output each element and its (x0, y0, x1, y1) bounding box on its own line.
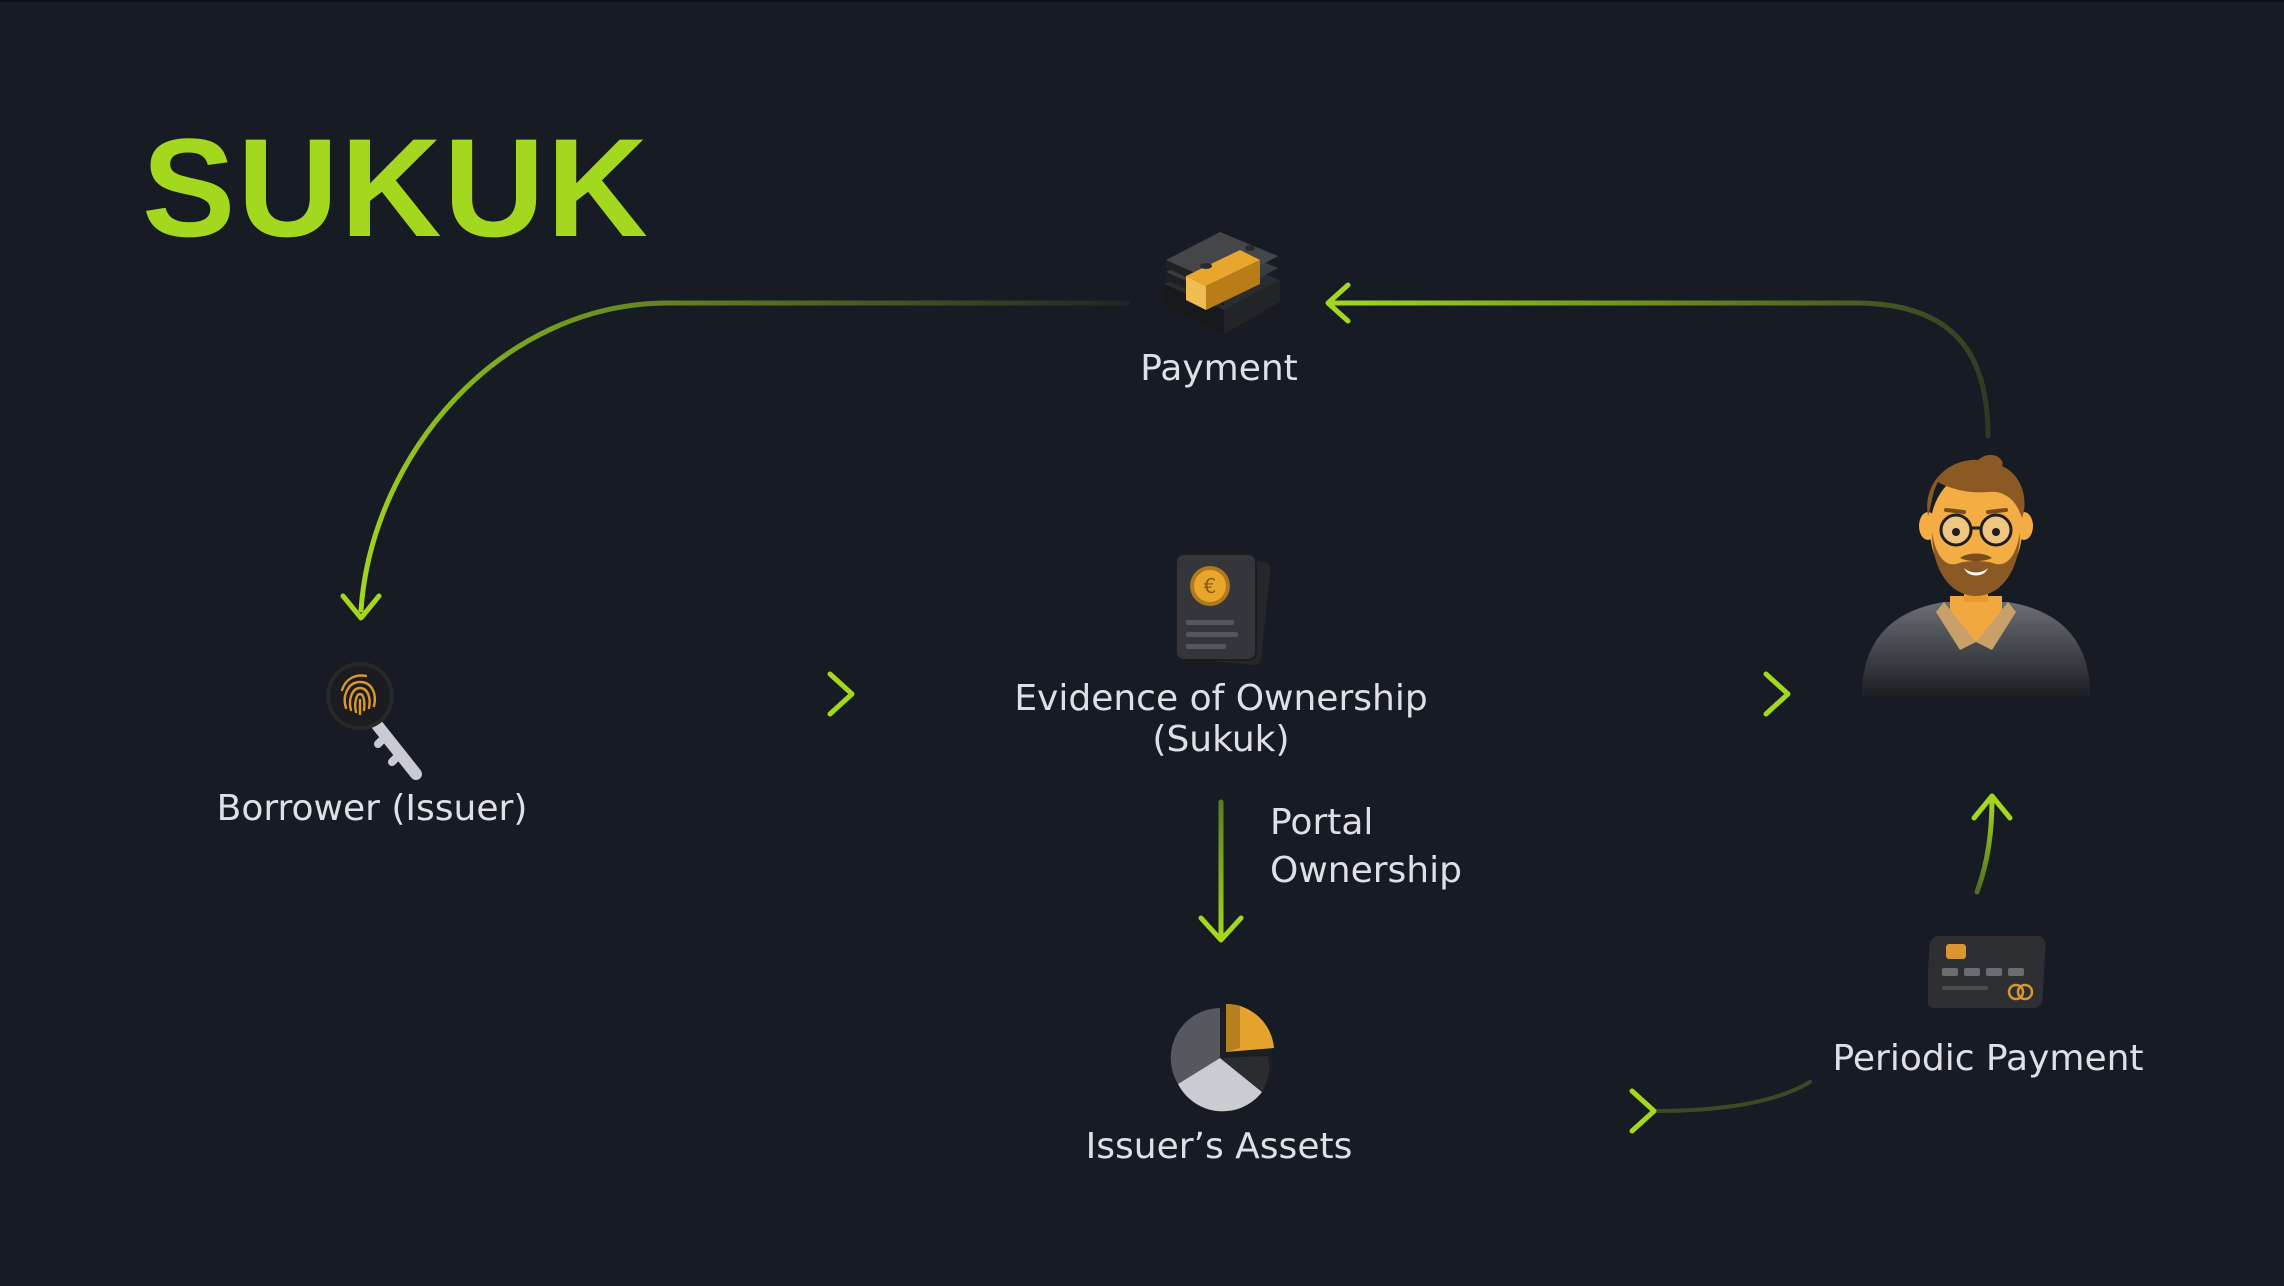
portal-ownership-label: Portal Ownership (1270, 799, 1462, 895)
investor-avatar-icon (1862, 454, 2090, 696)
svg-text:€: € (1204, 574, 1217, 598)
evidence-label-line2: (Sukuk) (1152, 719, 1290, 760)
document-coin-icon: € (1175, 553, 1271, 666)
evidence-label-line1: Evidence of Ownership (1014, 678, 1428, 719)
arrow-payment-to-borrower (340, 300, 1131, 621)
evidence-label: Evidence of Ownership (Sukuk) (971, 678, 1471, 760)
portal-label-line2: Ownership (1270, 850, 1462, 891)
arrow-investor-to-payment (1325, 282, 1991, 439)
payment-label: Payment (1140, 348, 1298, 389)
borrower-label: Borrower (Issuer) (216, 788, 528, 829)
arrow-periodic-to-investor (1971, 793, 2013, 895)
top-border (0, 0, 2284, 2)
arrow-evidence-to-investor (1545, 671, 1791, 717)
pie-chart-icon (1170, 1003, 1274, 1112)
fingerprint-key-icon (326, 662, 422, 780)
periodic-payment-label: Periodic Payment (1832, 1038, 2144, 1079)
portal-label-line1: Portal (1270, 802, 1374, 843)
diagram-title: SUKUK (142, 109, 650, 266)
arrow-borrower-to-evidence (609, 671, 855, 717)
arrow-evidence-to-assets (1198, 799, 1244, 943)
credit-card-icon (1928, 936, 2046, 1008)
cash-stack-icon (1164, 232, 1280, 334)
arrow-assets-to-periodic (1371, 1080, 1812, 1134)
assets-label: Issuer’s Assets (1085, 1126, 1353, 1167)
